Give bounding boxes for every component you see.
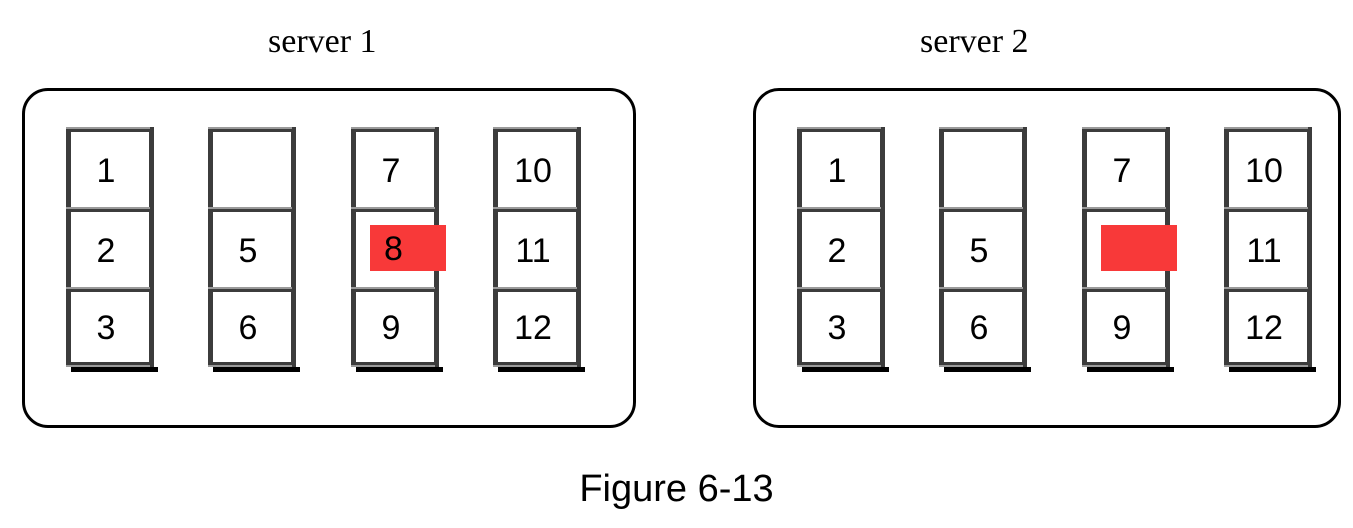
- memory-cell-label: 2: [96, 231, 116, 270]
- server-1-label: server 1: [268, 23, 377, 60]
- memory-cell[interactable]: 10: [493, 127, 581, 207]
- memory-cell-label: 2: [827, 231, 847, 270]
- memory-column: 7 9: [1082, 127, 1177, 372]
- memory-column: 10 11 12: [493, 127, 585, 372]
- memory-column: 1 2 3: [797, 127, 889, 372]
- memory-cell[interactable]: 7: [351, 127, 439, 207]
- memory-cell-label: 1: [827, 151, 847, 190]
- memory-cell[interactable]: 5: [208, 207, 296, 287]
- server-1-panel: 1 2 3 5 6 7 8 9 10: [22, 88, 636, 428]
- memory-cell[interactable]: 12: [1224, 287, 1312, 367]
- memory-cell-highlighted[interactable]: [1082, 207, 1177, 287]
- server-2-panel: 1 2 3 5 6 7 9 10: [753, 88, 1341, 428]
- memory-cell[interactable]: 10: [1224, 127, 1312, 207]
- figure-caption: Figure 6-13: [579, 468, 774, 510]
- memory-cell-highlighted[interactable]: 8: [351, 207, 446, 287]
- memory-column: 5 6: [939, 127, 1031, 372]
- memory-cell-label: 6: [969, 309, 989, 347]
- memory-cell-label: 5: [238, 231, 258, 270]
- memory-cell-label: 8: [384, 230, 403, 268]
- memory-cell[interactable]: 11: [493, 207, 581, 287]
- highlight-block: [1101, 225, 1177, 271]
- memory-cell[interactable]: 7: [1082, 127, 1170, 207]
- memory-cell[interactable]: 5: [939, 207, 1027, 287]
- memory-cell-label: 11: [515, 231, 551, 270]
- memory-cell-label: 7: [381, 151, 401, 190]
- memory-cell-empty[interactable]: [939, 127, 1027, 207]
- memory-cell-label: 7: [1112, 151, 1132, 190]
- memory-cell-label: 1: [96, 151, 116, 190]
- memory-cell-label: 3: [827, 309, 847, 347]
- memory-column: 7 8 9: [351, 127, 446, 372]
- memory-column: 1 2 3: [66, 127, 158, 372]
- memory-cell-label: 12: [1245, 309, 1283, 347]
- memory-cell[interactable]: 1: [797, 127, 885, 207]
- memory-cell[interactable]: 11: [1224, 207, 1312, 287]
- memory-column: 10 11 12: [1224, 127, 1316, 372]
- memory-cell[interactable]: 2: [66, 207, 154, 287]
- memory-cell[interactable]: 12: [493, 287, 581, 367]
- memory-cell-empty[interactable]: [208, 127, 296, 207]
- memory-cell-label: 10: [1245, 151, 1283, 190]
- memory-cell[interactable]: 3: [66, 287, 154, 367]
- memory-cell[interactable]: 1: [66, 127, 154, 207]
- memory-cell[interactable]: 6: [939, 287, 1027, 367]
- server-2-label: server 2: [920, 23, 1029, 60]
- memory-cell-label: 9: [381, 309, 401, 347]
- memory-cell-label: 6: [238, 309, 258, 347]
- memory-cell-label: 10: [514, 151, 552, 190]
- memory-cell[interactable]: 6: [208, 287, 296, 367]
- memory-cell-label: 12: [514, 309, 552, 347]
- memory-cell-label: 5: [969, 231, 989, 270]
- memory-cell-label: 9: [1112, 309, 1132, 347]
- memory-cell[interactable]: 9: [1082, 287, 1170, 367]
- memory-column: 5 6: [208, 127, 300, 372]
- memory-cell[interactable]: 2: [797, 207, 885, 287]
- highlight-block: 8: [370, 225, 446, 271]
- memory-cell-label: 3: [96, 309, 116, 347]
- memory-cell[interactable]: 9: [351, 287, 439, 367]
- memory-cell[interactable]: 3: [797, 287, 885, 367]
- memory-cell-label: 11: [1246, 231, 1282, 270]
